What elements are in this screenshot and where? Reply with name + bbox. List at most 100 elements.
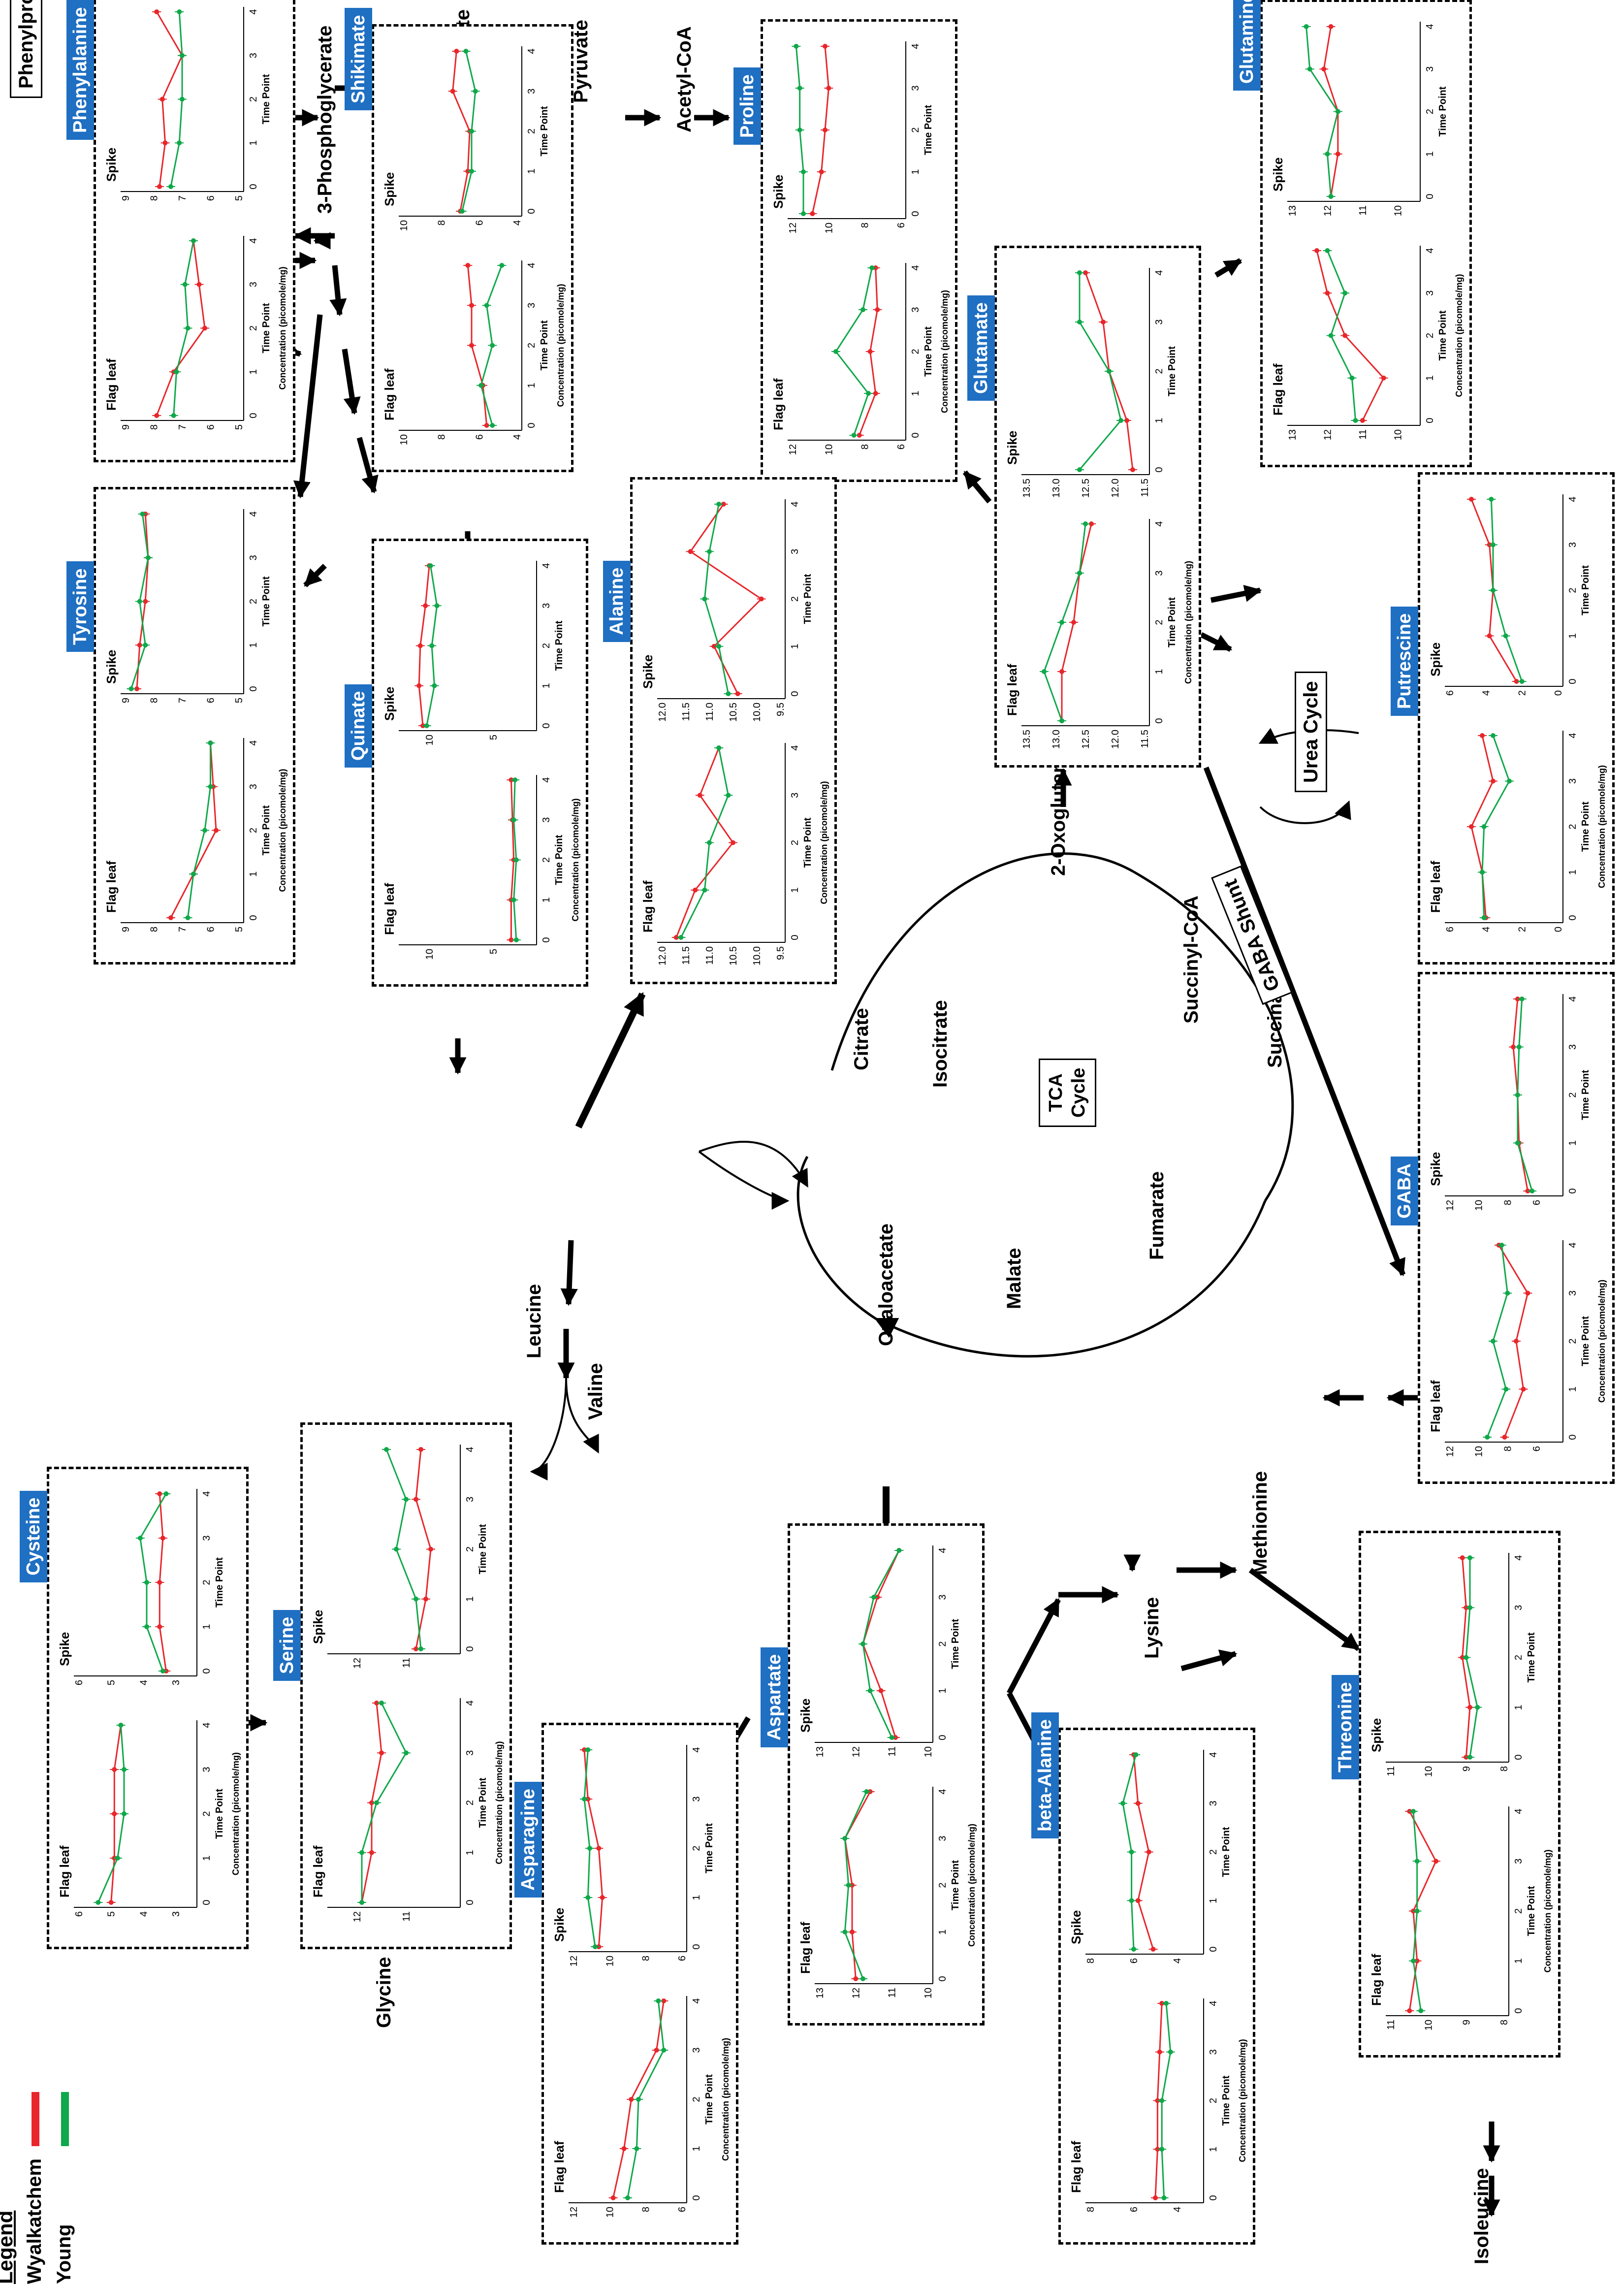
data-point-wyalkatchem xyxy=(1487,633,1492,639)
x-tick-label: 3 xyxy=(248,784,259,789)
subplot-title: Spike xyxy=(382,172,397,206)
data-point-young xyxy=(1120,1801,1125,1806)
data-point-young xyxy=(889,1735,894,1740)
data-point-young xyxy=(513,937,519,942)
y-tick-label: 8 xyxy=(641,2207,652,2212)
data-point-young xyxy=(202,828,207,833)
y-tick-label: 5 xyxy=(488,735,499,740)
data-point-wyalkatchem xyxy=(621,2146,627,2151)
data-point-wyalkatchem xyxy=(369,1850,374,1855)
metabolite-label-gaba: GABA xyxy=(1391,1157,1418,1225)
y-tick-label: 10.5 xyxy=(728,946,739,965)
data-point-young xyxy=(797,128,802,132)
x-tick-label: 4 xyxy=(790,501,800,507)
data-point-wyalkatchem xyxy=(1071,620,1076,625)
metabolite-label-glutamine: Glutamine xyxy=(1233,0,1261,91)
x-tick-label: 1 xyxy=(937,1929,948,1934)
data-point-wyalkatchem xyxy=(469,303,474,308)
x-tick-label: 4 xyxy=(1567,733,1578,738)
x-tick-label: 1 xyxy=(201,1624,212,1629)
malate-label: Malate xyxy=(1003,1248,1025,1310)
x-tick-label: 1 xyxy=(465,1596,476,1602)
arrow-gaba xyxy=(1203,767,1406,1277)
x-tick-label: 0 xyxy=(248,413,259,418)
data-point-young xyxy=(1411,1809,1416,1814)
subplot-title: Spike xyxy=(104,148,119,182)
data-point-young xyxy=(177,140,182,146)
subplot-title: Flag leaf xyxy=(382,883,397,935)
data-point-young xyxy=(896,1548,902,1553)
y-tick-label: 6 xyxy=(74,1911,85,1917)
x-tick-label: 3 xyxy=(201,1535,212,1541)
data-point-wyalkatchem xyxy=(1514,679,1519,684)
y-tick-label: 12 xyxy=(1322,429,1333,440)
x-tick-label: 0 xyxy=(1513,2008,1524,2013)
x-tick-label: 3 xyxy=(1208,2049,1219,2055)
metabolite-label-quinate: Quinate xyxy=(345,684,372,768)
metabolite-label-putrescine: Putrescine xyxy=(1391,606,1418,716)
data-point-young xyxy=(1464,1655,1469,1660)
data-point-wyalkatchem xyxy=(1059,669,1064,674)
y-tick-label: 11 xyxy=(1358,205,1369,216)
y-tick-label: 3 xyxy=(171,1911,182,1917)
data-point-young xyxy=(707,549,712,554)
y-tick-label: 4 xyxy=(1172,1958,1183,1963)
subplot-title: Flag leaf xyxy=(104,861,119,913)
subplot-title: Spike xyxy=(771,175,786,209)
data-point-wyalkatchem xyxy=(873,391,878,396)
tca-ring-bottom xyxy=(874,1200,1267,1358)
x-tick-label: 4 xyxy=(1154,521,1165,526)
x-tick-label: 4 xyxy=(790,745,800,750)
x-tick-label: 3 xyxy=(1513,1605,1524,1610)
data-point-young xyxy=(1042,669,1047,674)
data-point-young xyxy=(797,86,802,91)
data-point-wyalkatchem xyxy=(112,1767,117,1772)
x-axis-label: Time Point xyxy=(1580,1070,1591,1120)
data-point-wyalkatchem xyxy=(168,915,173,920)
data-point-young xyxy=(1499,1243,1504,1248)
isocitrate-label: Isocitrate xyxy=(929,1000,951,1088)
x-tick-label: 2 xyxy=(526,343,537,348)
data-point-wyalkatchem xyxy=(428,1546,433,1552)
y-tick-label: 11 xyxy=(401,1911,412,1922)
x-tick-label: 2 xyxy=(541,857,552,863)
x-tick-label: 3 xyxy=(526,89,537,94)
data-point-young xyxy=(585,1747,591,1752)
y-tick-label: 4 xyxy=(138,1911,149,1917)
x-tick-label: 0 xyxy=(691,2195,702,2200)
data-point-young xyxy=(434,603,440,609)
y-tick-label: 10 xyxy=(424,949,435,960)
data-point-young xyxy=(469,129,474,134)
x-tick-label: 1 xyxy=(691,2146,702,2151)
y-tick-label: 10 xyxy=(399,220,410,231)
x-tick-label: 0 xyxy=(1567,915,1578,920)
x-tick-label: 3 xyxy=(201,1767,212,1772)
data-point-young xyxy=(864,1789,869,1794)
data-point-young xyxy=(1491,1339,1496,1344)
arrow-12 xyxy=(560,1240,578,1306)
y-tick-label: 11.5 xyxy=(681,946,692,965)
data-point-young xyxy=(143,643,148,648)
arrow-45 xyxy=(293,314,323,499)
data-point-wyalkatchem xyxy=(369,1800,374,1805)
subplot-title: Flag leaf xyxy=(1271,363,1285,416)
data-point-young xyxy=(860,1976,865,1981)
data-point-wyalkatchem xyxy=(721,502,726,507)
data-point-young xyxy=(432,683,437,688)
x-tick-label: 2 xyxy=(465,1546,476,1552)
y-tick-label: 12 xyxy=(1322,205,1333,216)
x-axis-label: Time Point xyxy=(539,106,550,156)
arrow-32 xyxy=(1180,1649,1238,1672)
y-tick-label: 9.5 xyxy=(775,703,786,716)
y-tick-label: 10.0 xyxy=(752,946,763,965)
data-point-young xyxy=(404,1750,409,1756)
citrate-label: Citrate xyxy=(851,1008,872,1070)
data-point-wyalkatchem xyxy=(450,89,455,94)
data-point-young xyxy=(359,1850,364,1855)
arrow-28 xyxy=(1007,1598,1061,1695)
